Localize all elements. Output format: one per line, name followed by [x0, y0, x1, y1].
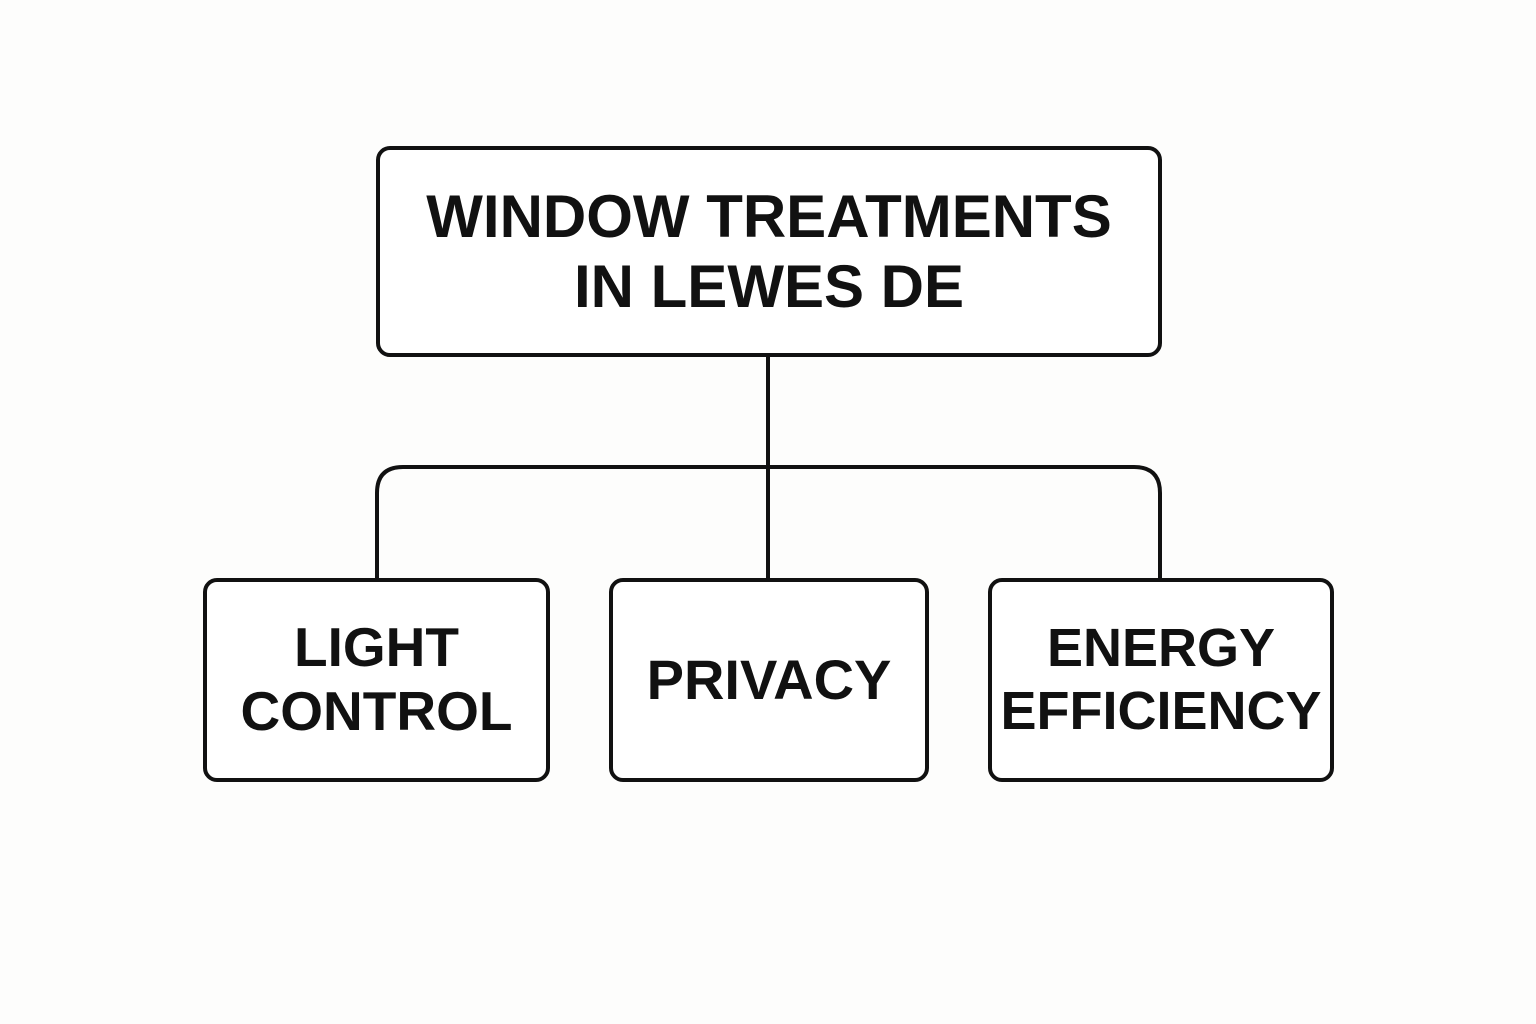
child-node-energy-efficiency: ENERGY EFFICIENCY — [988, 578, 1334, 782]
light-control-label-line-1: LIGHT — [294, 616, 459, 679]
connector-branch-left — [375, 465, 768, 578]
root-label-line-1: WINDOW TREATMENTS — [426, 182, 1112, 250]
privacy-label: PRIVACY — [646, 647, 892, 711]
child-node-light-control: LIGHT CONTROL — [203, 578, 550, 782]
energy-efficiency-label-line-1: ENERGY — [1046, 618, 1276, 679]
child-node-privacy: PRIVACY — [609, 578, 929, 782]
root-label-line-2: IN LEWES DE — [573, 252, 965, 320]
root-node: WINDOW TREATMENTS IN LEWES DE — [376, 146, 1162, 357]
light-control-label-line-2: CONTROL — [240, 680, 513, 742]
energy-efficiency-label-line-2: EFFICIENCY — [1000, 681, 1322, 741]
connector-branch-right — [768, 465, 1162, 578]
